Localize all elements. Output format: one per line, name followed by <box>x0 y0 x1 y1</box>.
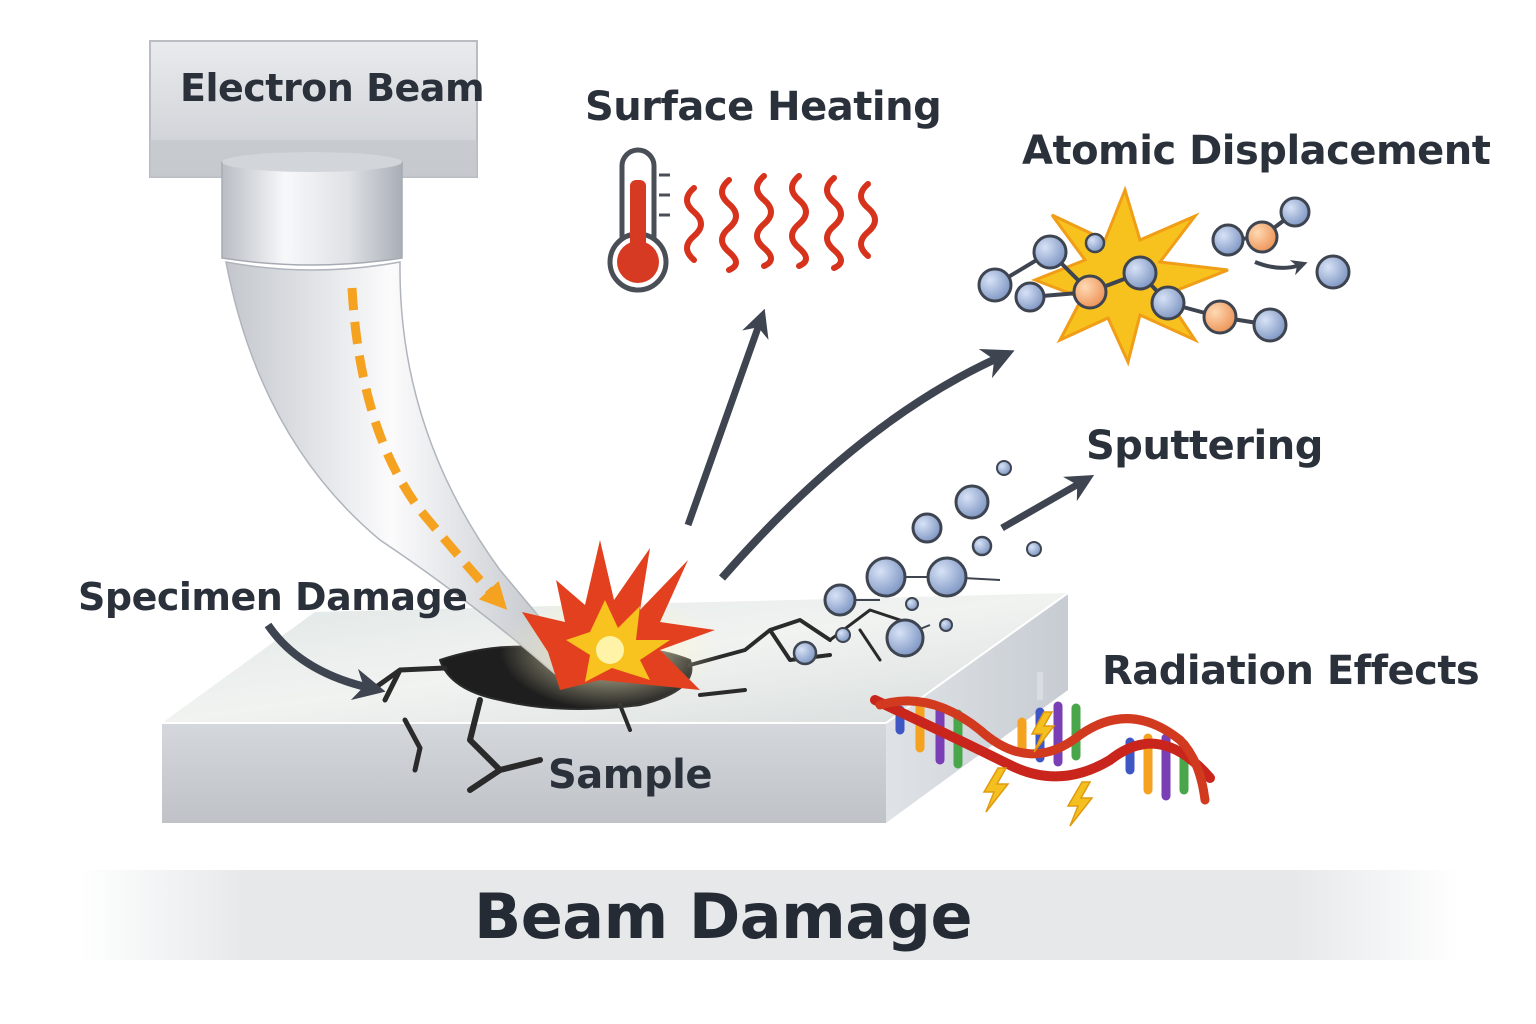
specimen-damage-label: Specimen Damage <box>78 575 468 619</box>
impact-burst-icon <box>500 540 720 710</box>
heat-wave-icon <box>684 173 878 273</box>
sputtered-atoms-icon <box>792 460 1042 666</box>
surface-heating-label: Surface Heating <box>585 84 942 130</box>
sample-label: Sample <box>548 752 712 798</box>
heating-arrow <box>684 308 769 527</box>
title-band <box>80 870 1460 960</box>
diagram-title: Beam Damage <box>473 880 973 953</box>
atomic-displacement-label: Atomic Displacement <box>1022 128 1491 174</box>
radiation-effects-label: Radiation Effects <box>1102 648 1480 694</box>
electron-beam-label: Electron Beam <box>180 66 485 110</box>
specimen-damage-arrow <box>264 622 386 701</box>
thermometer-icon <box>607 147 670 293</box>
lightning-bolt-icon <box>982 711 1094 827</box>
atomic-displacement-icon <box>977 185 1351 367</box>
sputtering-label: Sputtering <box>1086 423 1323 469</box>
beam-direction-arrow <box>347 287 508 610</box>
sputtering-arrow <box>1000 475 1095 532</box>
displacement-arrow <box>718 348 1015 581</box>
electron-beam-source <box>149 40 478 266</box>
